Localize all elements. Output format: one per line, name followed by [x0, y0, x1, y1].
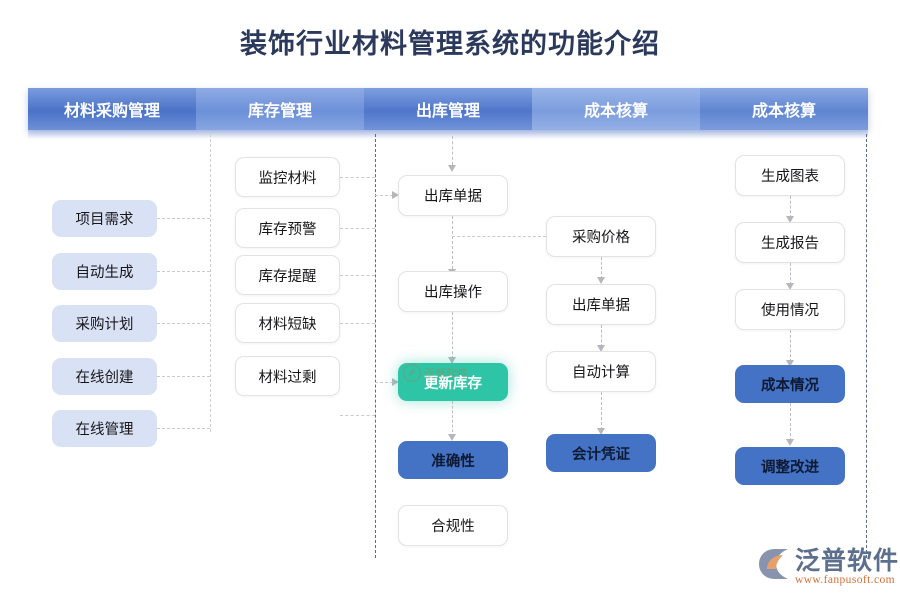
node-outbound-document[interactable]: 出库单据 — [398, 175, 508, 216]
connector-procurement-4 — [157, 376, 210, 377]
node-material-shortage[interactable]: 材料短缺 — [235, 303, 340, 343]
node-generate-chart[interactable]: 生成图表 — [735, 155, 845, 196]
node-material-surplus[interactable]: 材料过剩 — [235, 356, 340, 396]
node-stock-warning[interactable]: 库存预警 — [235, 208, 340, 248]
arrow-reporting-3-4 — [785, 360, 794, 367]
connector-outbound-3-4 — [452, 401, 453, 437]
node-purchase-plan[interactable]: 采购计划 — [52, 305, 157, 342]
node-cost-status[interactable]: 成本情况 — [735, 365, 845, 403]
node-online-manage[interactable]: 在线管理 — [52, 410, 157, 447]
node-stock-reminder[interactable]: 库存提醒 — [235, 255, 340, 295]
connector-reporting-2-3 — [790, 263, 791, 285]
node-usage-status[interactable]: 使用情况 — [735, 289, 845, 330]
connector-inventory-1 — [340, 177, 375, 178]
node-generate-report[interactable]: 生成报告 — [735, 222, 845, 263]
node-update-inventory[interactable]: 更新库存 — [398, 363, 508, 401]
connector-procurement-1 — [157, 218, 210, 219]
node-monitor-material[interactable]: 监控材料 — [235, 157, 340, 197]
connector-inventory-5 — [340, 415, 375, 416]
page-title: 装饰行业材料管理系统的功能介绍 — [240, 29, 660, 59]
header-cell-outbound-management[interactable]: 出库管理 — [364, 88, 532, 130]
arrow-reporting-4-5 — [785, 439, 794, 446]
fanpu-logo-icon — [757, 548, 791, 580]
arrow-costing-2-3 — [596, 345, 605, 352]
connector-costing-1-2 — [601, 257, 602, 279]
node-accounting-voucher[interactable]: 会计凭证 — [546, 434, 656, 472]
connector-inventory-3 — [340, 275, 375, 276]
node-accuracy[interactable]: 准确性 — [398, 441, 508, 479]
header-cell-material-procurement[interactable]: 材料采购管理 — [28, 88, 196, 130]
node-purchase-price[interactable]: 采购价格 — [546, 216, 656, 257]
arrow-outbound-top — [447, 165, 456, 172]
arrow-outbound-2-3 — [447, 357, 456, 364]
connector-procurement-2 — [157, 271, 210, 272]
connector-outbound-to-costing — [452, 236, 546, 237]
connector-inventory-4 — [340, 323, 375, 324]
connector-into-outbound-2 — [375, 382, 393, 383]
arrow-outbound-3-4 — [447, 434, 456, 441]
node-compliance[interactable]: 合规性 — [398, 505, 508, 546]
node-auto-generate[interactable]: 自动生成 — [52, 253, 157, 290]
connector-into-outbound-1 — [375, 195, 393, 196]
connector-procurement-5 — [157, 428, 210, 429]
column-separator-1 — [210, 134, 211, 432]
connector-outbound-2-3 — [452, 312, 453, 364]
node-auto-calculate[interactable]: 自动计算 — [546, 351, 656, 392]
header-cell-cost-accounting-2[interactable]: 成本核算 — [700, 88, 868, 130]
logo-website-url: www.fanpusoft.com — [795, 574, 895, 586]
node-adjust-improve[interactable]: 调整改进 — [735, 447, 845, 485]
column-separator-2 — [375, 134, 376, 558]
connector-costing-2-3 — [601, 325, 602, 347]
node-online-create[interactable]: 在线创建 — [52, 358, 157, 395]
header-glow — [28, 130, 868, 139]
connector-reporting-4-5 — [790, 403, 791, 441]
arrow-into-outbound-1 — [392, 190, 399, 199]
arrow-reporting-2-3 — [785, 283, 794, 290]
arrow-costing-1-2 — [596, 277, 605, 284]
connector-inventory-2 — [340, 228, 375, 229]
arrow-into-outbound-2 — [392, 377, 399, 386]
header-cell-cost-accounting-1[interactable]: 成本核算 — [532, 88, 700, 130]
connector-reporting-1-2 — [790, 196, 791, 218]
category-header-bar: 材料采购管理 库存管理 出库管理 成本核算 成本核算 — [28, 88, 868, 130]
header-cell-inventory-management[interactable]: 库存管理 — [196, 88, 364, 130]
brand-logo: 泛普软件 www.fanpusoft.com — [757, 548, 899, 587]
node-costing-outbound-document[interactable]: 出库单据 — [546, 284, 656, 325]
connector-outbound-1-2 — [452, 216, 453, 269]
node-project-demand[interactable]: 项目需求 — [52, 200, 157, 237]
node-outbound-operation[interactable]: 出库操作 — [398, 271, 508, 312]
column-separator-3 — [866, 134, 867, 558]
connector-outbound-top — [452, 136, 453, 165]
logo-company-name: 泛普软件 — [795, 547, 900, 575]
logo-text-block: 泛普软件 www.fanpusoft.com — [795, 548, 899, 587]
connector-costing-3-4 — [601, 392, 602, 430]
arrow-reporting-1-2 — [785, 216, 794, 223]
connector-procurement-3 — [157, 323, 210, 324]
connector-reporting-3-4 — [790, 330, 791, 362]
arrow-costing-3-4 — [596, 428, 605, 435]
